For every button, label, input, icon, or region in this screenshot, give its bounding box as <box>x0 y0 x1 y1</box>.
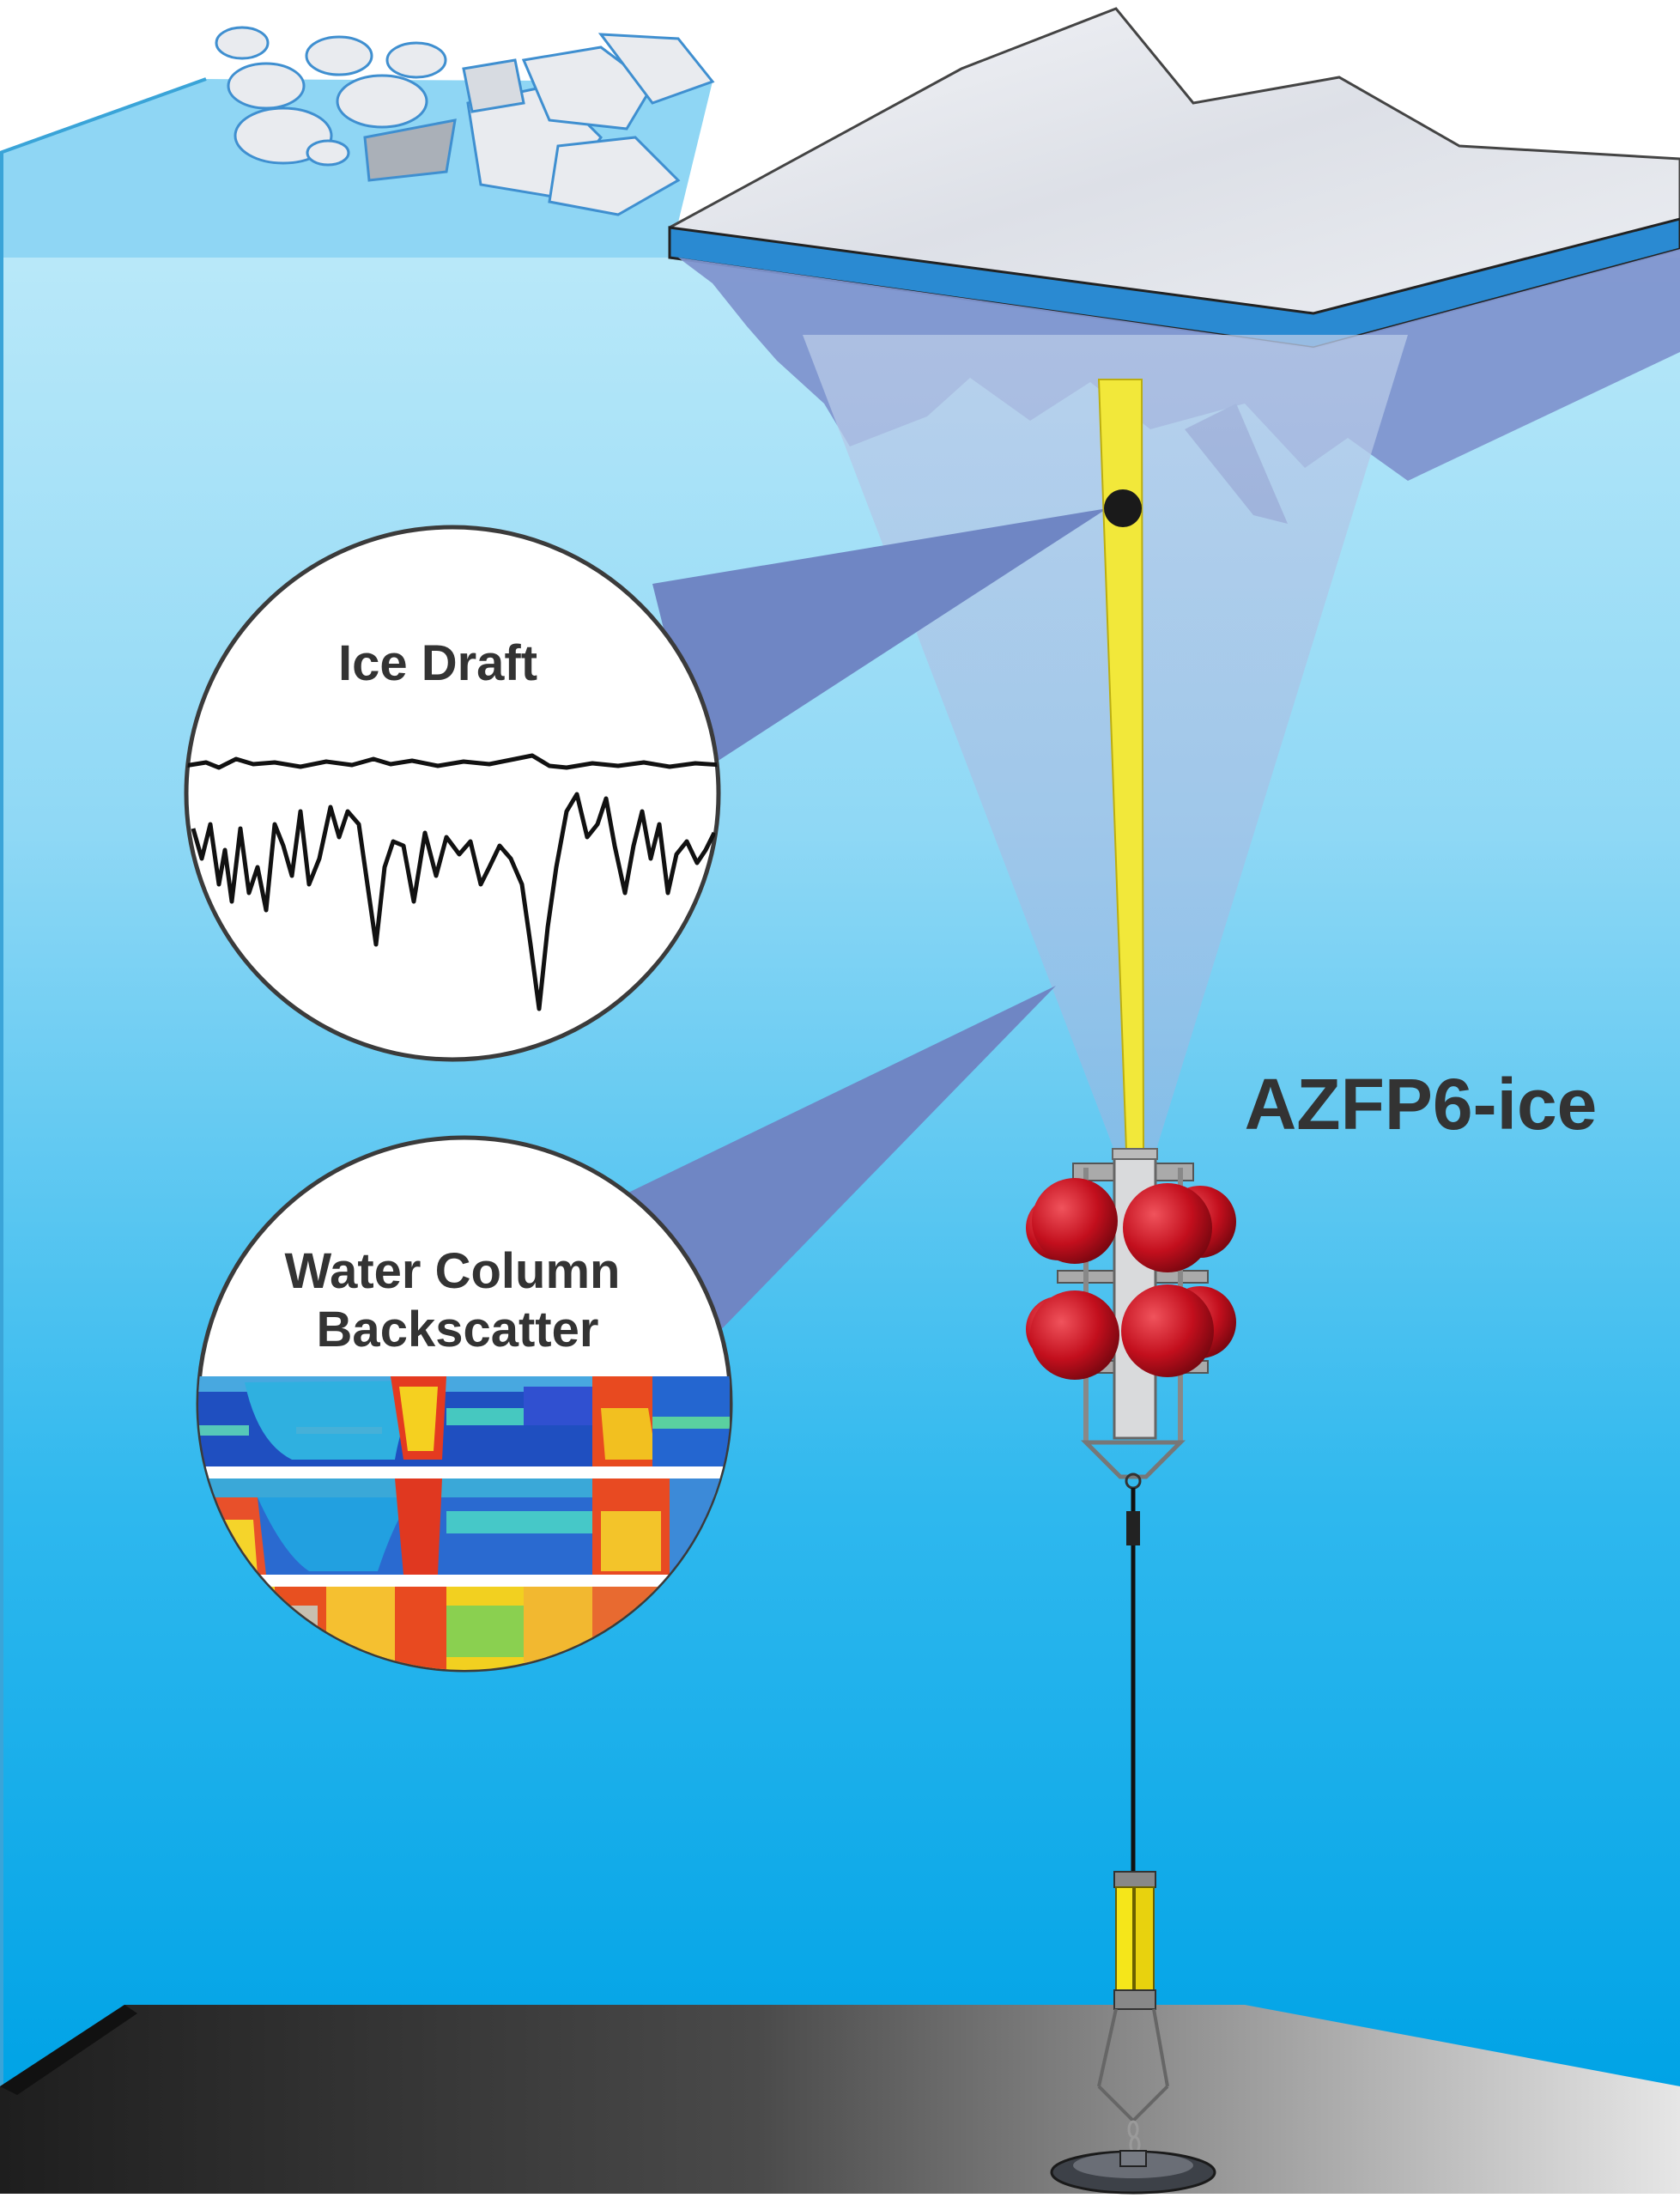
instrument-label: AZFP6-ice <box>1245 1064 1598 1145</box>
backscatter-title-line2: Backscatter <box>317 1302 599 1357</box>
float-sphere-icon <box>1032 1178 1118 1264</box>
ice-draft-callout: Ice Draft <box>185 527 721 1060</box>
float-sphere-icon <box>1030 1290 1119 1380</box>
float-sphere-icon <box>1123 1183 1212 1272</box>
float-sphere-icon <box>1121 1284 1214 1377</box>
echogram-panel-1 <box>197 1376 730 1466</box>
ice-draft-title: Ice Draft <box>338 635 537 691</box>
anchor-weight-icon <box>1052 2151 1215 2193</box>
backscatter-title-line1: Water Column <box>285 1243 621 1299</box>
echogram-panel-2 <box>197 1478 730 1575</box>
sensor-dot-icon <box>1104 489 1142 527</box>
